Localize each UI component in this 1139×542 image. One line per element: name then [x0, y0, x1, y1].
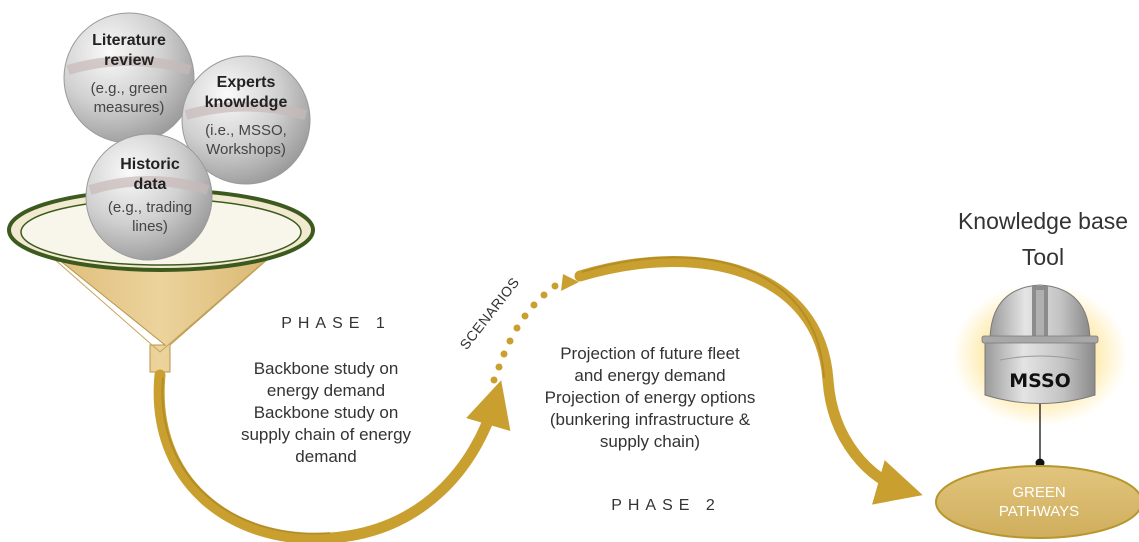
phase1-line-5: demand — [295, 447, 357, 466]
literature-label: Literature review (e.g., green measures) — [79, 31, 179, 118]
experts-sub-1: (i.e., MSSO, — [205, 122, 287, 139]
phase2-line-5: supply chain) — [599, 432, 701, 451]
historic-sub-1: (e.g., trading — [107, 199, 193, 216]
experts-title-2: knowledge — [204, 94, 288, 111]
phase1-line-2: energy demand — [266, 381, 386, 400]
green-pathways-line-1: GREEN — [1012, 484, 1066, 501]
green-pathways-line-2: PATHWAYS — [998, 503, 1080, 520]
green-pathways-oval — [935, 465, 1139, 539]
phase2-line-3: Projection of energy options — [544, 388, 756, 407]
experts-sub-2: Workshops) — [206, 140, 286, 158]
historic-sub-2: lines) — [132, 217, 168, 235]
historic-title-1: Historic — [120, 156, 180, 173]
tool-title-1: Knowledge base — [957, 208, 1129, 234]
phase1-line-3: Backbone study on — [253, 403, 399, 422]
scenario-dotted-path — [490, 274, 579, 384]
literature-title-1: Literature — [92, 32, 166, 49]
sphere-experts — [181, 55, 311, 185]
phase2-line-1: Projection of future fleet — [560, 344, 740, 363]
sphere-literature — [63, 12, 195, 144]
phase1-line-1: Backbone study on — [253, 359, 399, 378]
arrow-phase2 — [574, 256, 923, 505]
phase1-text: Backbone study on energy demand Backbone… — [226, 358, 426, 468]
observatory-dome-icon — [952, 283, 1128, 468]
phase2-label: PHASE 2 — [611, 497, 721, 514]
green-pathways-label: GREEN PATHWAYS — [989, 483, 1089, 521]
sphere-historic — [85, 133, 213, 261]
experts-title-1: Experts — [216, 74, 276, 91]
literature-sub-2: measures) — [93, 98, 165, 116]
arrow-phase1 — [153, 369, 511, 542]
historic-label: Historic data (e.g., trading lines) — [99, 155, 201, 237]
tool-title-2: Tool — [1021, 244, 1065, 270]
historic-title-2: data — [133, 176, 167, 193]
phase1-line-4: supply chain of energy — [240, 425, 412, 444]
phase2-line-4: (bunkering infrastructure & — [549, 410, 751, 429]
literature-sub-1: (e.g., green — [90, 80, 168, 97]
phase1-label: PHASE 1 — [281, 315, 391, 332]
literature-title-2: review — [104, 52, 154, 69]
phase2-text: Projection of future fleet and energy de… — [520, 343, 780, 453]
tool-badge: MSSO — [1009, 370, 1071, 392]
phase2-line-2: and energy demand — [574, 366, 726, 385]
experts-label: Experts knowledge (i.e., MSSO, Workshops… — [193, 73, 299, 160]
